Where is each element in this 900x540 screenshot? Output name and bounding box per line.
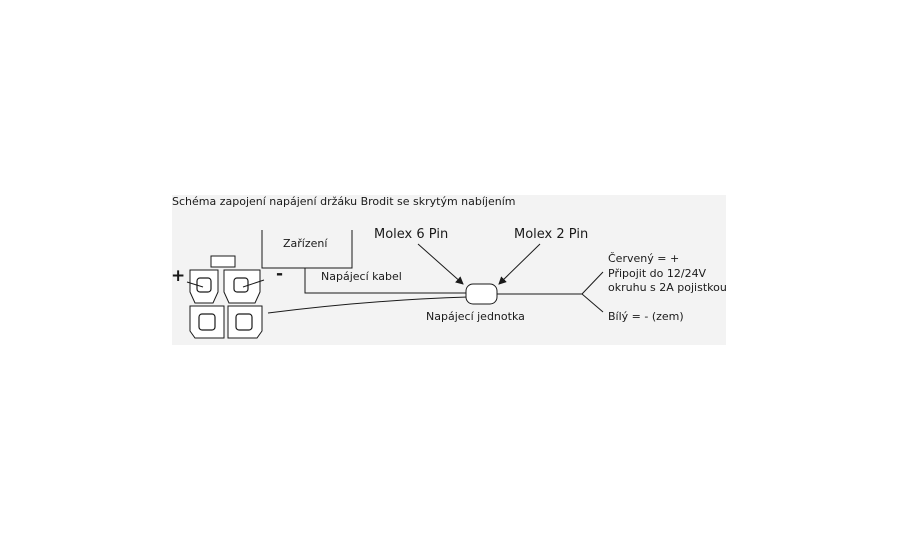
diagram-background <box>172 195 726 345</box>
pin-top-left <box>189 269 219 304</box>
device-label: Zařízení <box>283 237 328 250</box>
molex6-arrow <box>417 243 464 285</box>
white-wire <box>581 293 604 313</box>
red-wire-line1: Červený = + <box>608 252 680 265</box>
red-wire-line3: okruhu s 2A pojistkou <box>608 281 727 294</box>
four-pin-connector <box>189 255 263 339</box>
red-wire <box>581 271 604 295</box>
connector-latch <box>210 255 236 268</box>
pin-bottom-right <box>227 305 263 339</box>
connector-wire <box>267 296 469 314</box>
molex2-label: Molex 2 Pin <box>514 227 589 242</box>
diagram-title: Schéma zapojení napájení držáku Brodit s… <box>172 195 516 208</box>
red-wire-line2: Připojit do 12/24V <box>608 267 707 280</box>
minus-leader <box>242 279 265 288</box>
plus-sign: + <box>171 266 186 286</box>
white-wire-label: Bílý = - (zem) <box>608 310 684 323</box>
unit-label: Napájecí jednotka <box>426 310 525 323</box>
pin-top-right <box>223 269 261 304</box>
pin-bottom-left <box>189 305 225 339</box>
plus-leader <box>186 281 204 288</box>
cable-label: Napájecí kabel <box>321 270 402 283</box>
minus-sign: - <box>276 264 284 284</box>
molex6-label: Molex 6 Pin <box>374 227 449 242</box>
device-box <box>261 230 353 269</box>
molex2-arrow <box>498 243 541 285</box>
power-unit <box>465 283 498 305</box>
power-cable <box>304 268 468 294</box>
